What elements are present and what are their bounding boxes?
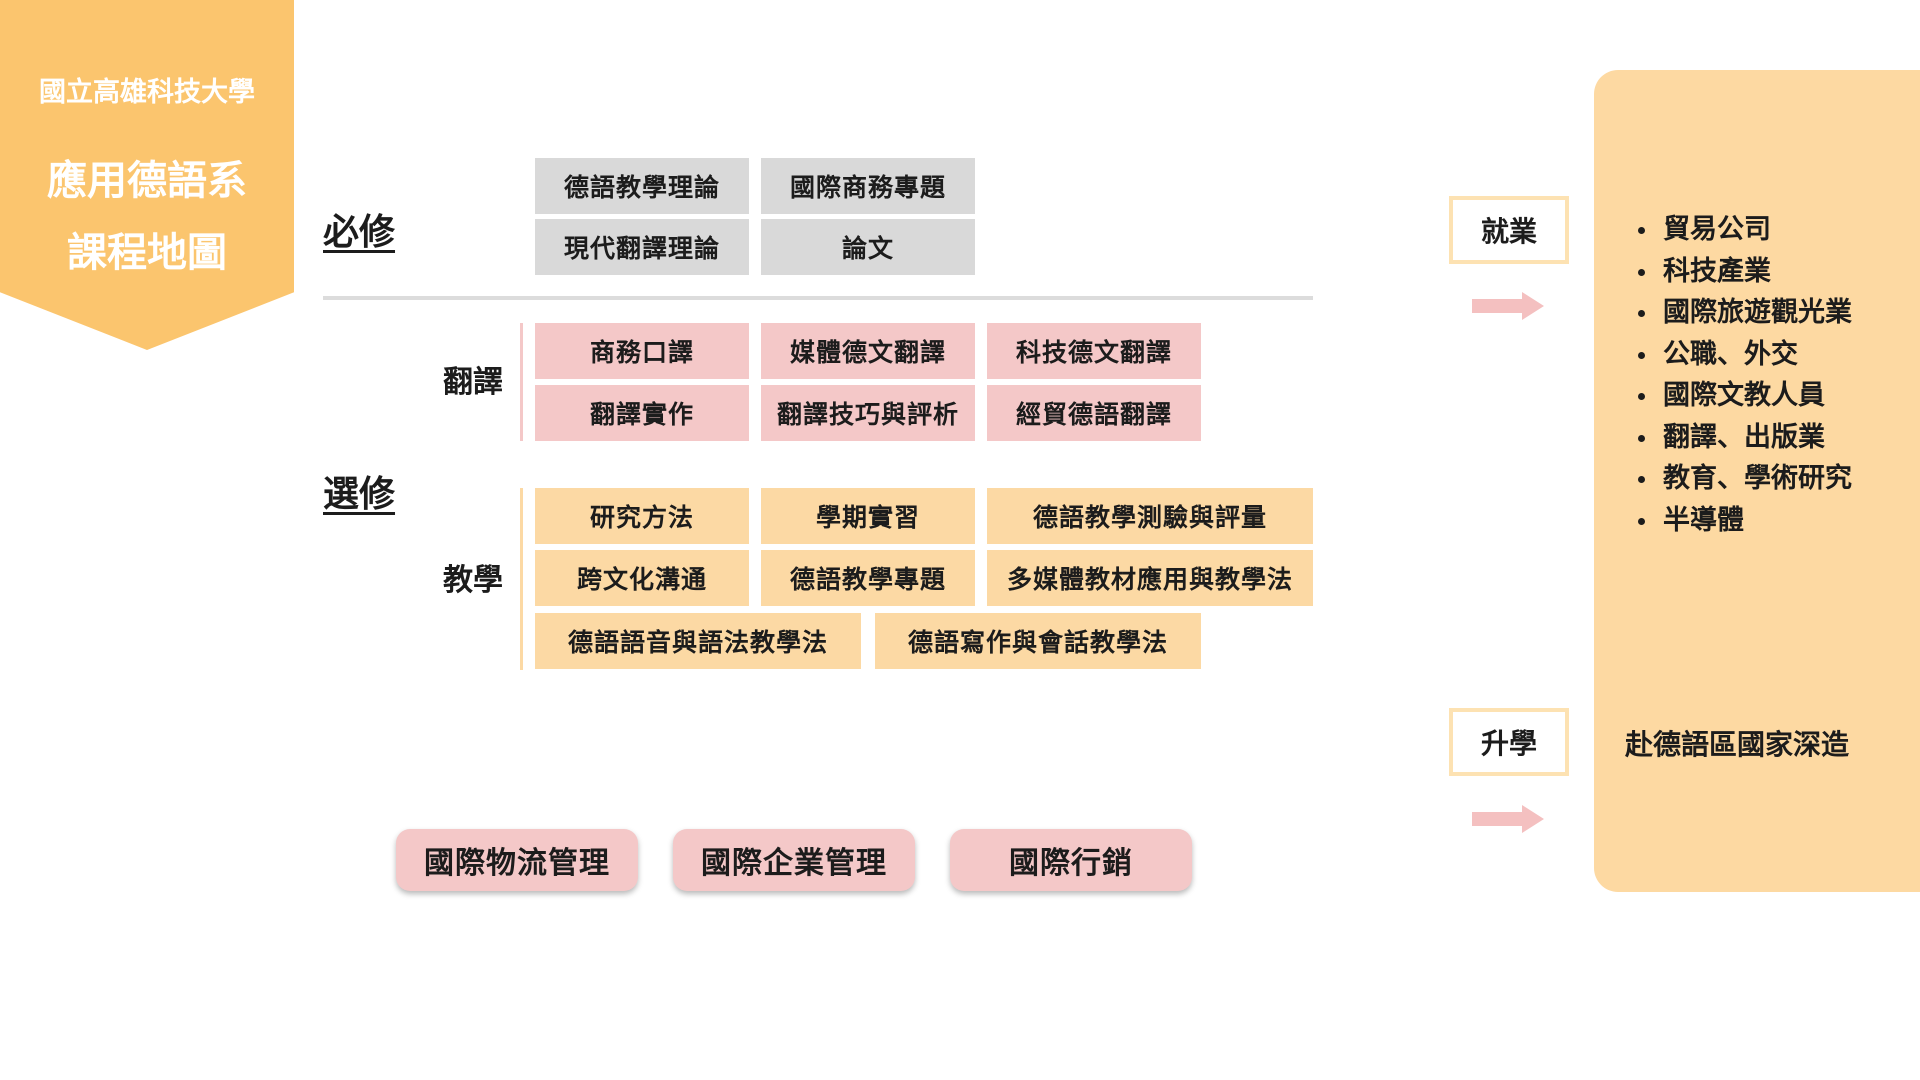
- list-item: 國際文教人員: [1636, 375, 1852, 417]
- list-item: 公職、外交: [1636, 334, 1852, 376]
- required-course: 德語教學理論: [535, 158, 749, 214]
- list-item: 科技產業: [1636, 251, 1852, 293]
- department-name: 應用德語系: [47, 157, 247, 204]
- list-item: 貿易公司: [1636, 209, 1852, 251]
- employment-list: 貿易公司 科技產業 國際旅遊觀光業 公職、外交 國際文教人員 翻譯、出版業 教育…: [1636, 209, 1852, 541]
- elective-label: 選修: [323, 473, 396, 515]
- teaching-bracket: [520, 488, 523, 670]
- teaching-course: 研究方法: [535, 488, 749, 544]
- translation-label: 翻譯: [443, 365, 503, 400]
- section-divider: [323, 296, 1313, 300]
- translation-course: 翻譯技巧與評析: [761, 385, 975, 441]
- translation-course: 商務口譯: [535, 323, 749, 379]
- title-banner: 國立高雄科技大學 應用德語系 課程地圖: [0, 0, 294, 350]
- teaching-course: 多媒體教材應用與教學法: [987, 550, 1313, 606]
- required-label: 必修: [323, 211, 396, 253]
- teaching-course: 德語教學測驗與評量: [987, 488, 1313, 544]
- school-name: 國立高雄科技大學: [39, 77, 255, 108]
- translation-course: 翻譯實作: [535, 385, 749, 441]
- further-study-label: 升學: [1449, 708, 1569, 776]
- further-study-arrow-icon: [1472, 805, 1544, 833]
- required-course: 現代翻譯理論: [535, 219, 749, 275]
- page-title: 課程地圖: [67, 229, 227, 276]
- list-item: 翻譯、出版業: [1636, 417, 1852, 459]
- teaching-course: 學期實習: [761, 488, 975, 544]
- translation-course: 媒體德文翻譯: [761, 323, 975, 379]
- teaching-course: 跨文化溝通: [535, 550, 749, 606]
- employment-label: 就業: [1449, 196, 1569, 264]
- teaching-label: 教學: [443, 563, 503, 598]
- required-course: 國際商務專題: [761, 158, 975, 214]
- list-item: 教育、學術研究: [1636, 458, 1852, 500]
- employment-arrow-icon: [1472, 292, 1544, 320]
- list-item: 半導體: [1636, 500, 1852, 542]
- teaching-course: 德語語音與語法教學法: [535, 613, 861, 669]
- list-item: 國際旅遊觀光業: [1636, 292, 1852, 334]
- further-study-text: 赴德語區國家深造: [1625, 728, 1850, 761]
- translation-bracket: [520, 323, 523, 441]
- translation-course: 經貿德語翻譯: [987, 385, 1201, 441]
- teaching-course: 德語教學專題: [761, 550, 975, 606]
- program-pill: 國際行銷: [950, 829, 1192, 891]
- program-pill: 國際企業管理: [673, 829, 915, 891]
- teaching-course: 德語寫作與會話教學法: [875, 613, 1201, 669]
- program-pill: 國際物流管理: [396, 829, 638, 891]
- outcomes-panel: [1594, 70, 1920, 892]
- required-course: 論文: [761, 219, 975, 275]
- translation-course: 科技德文翻譯: [987, 323, 1201, 379]
